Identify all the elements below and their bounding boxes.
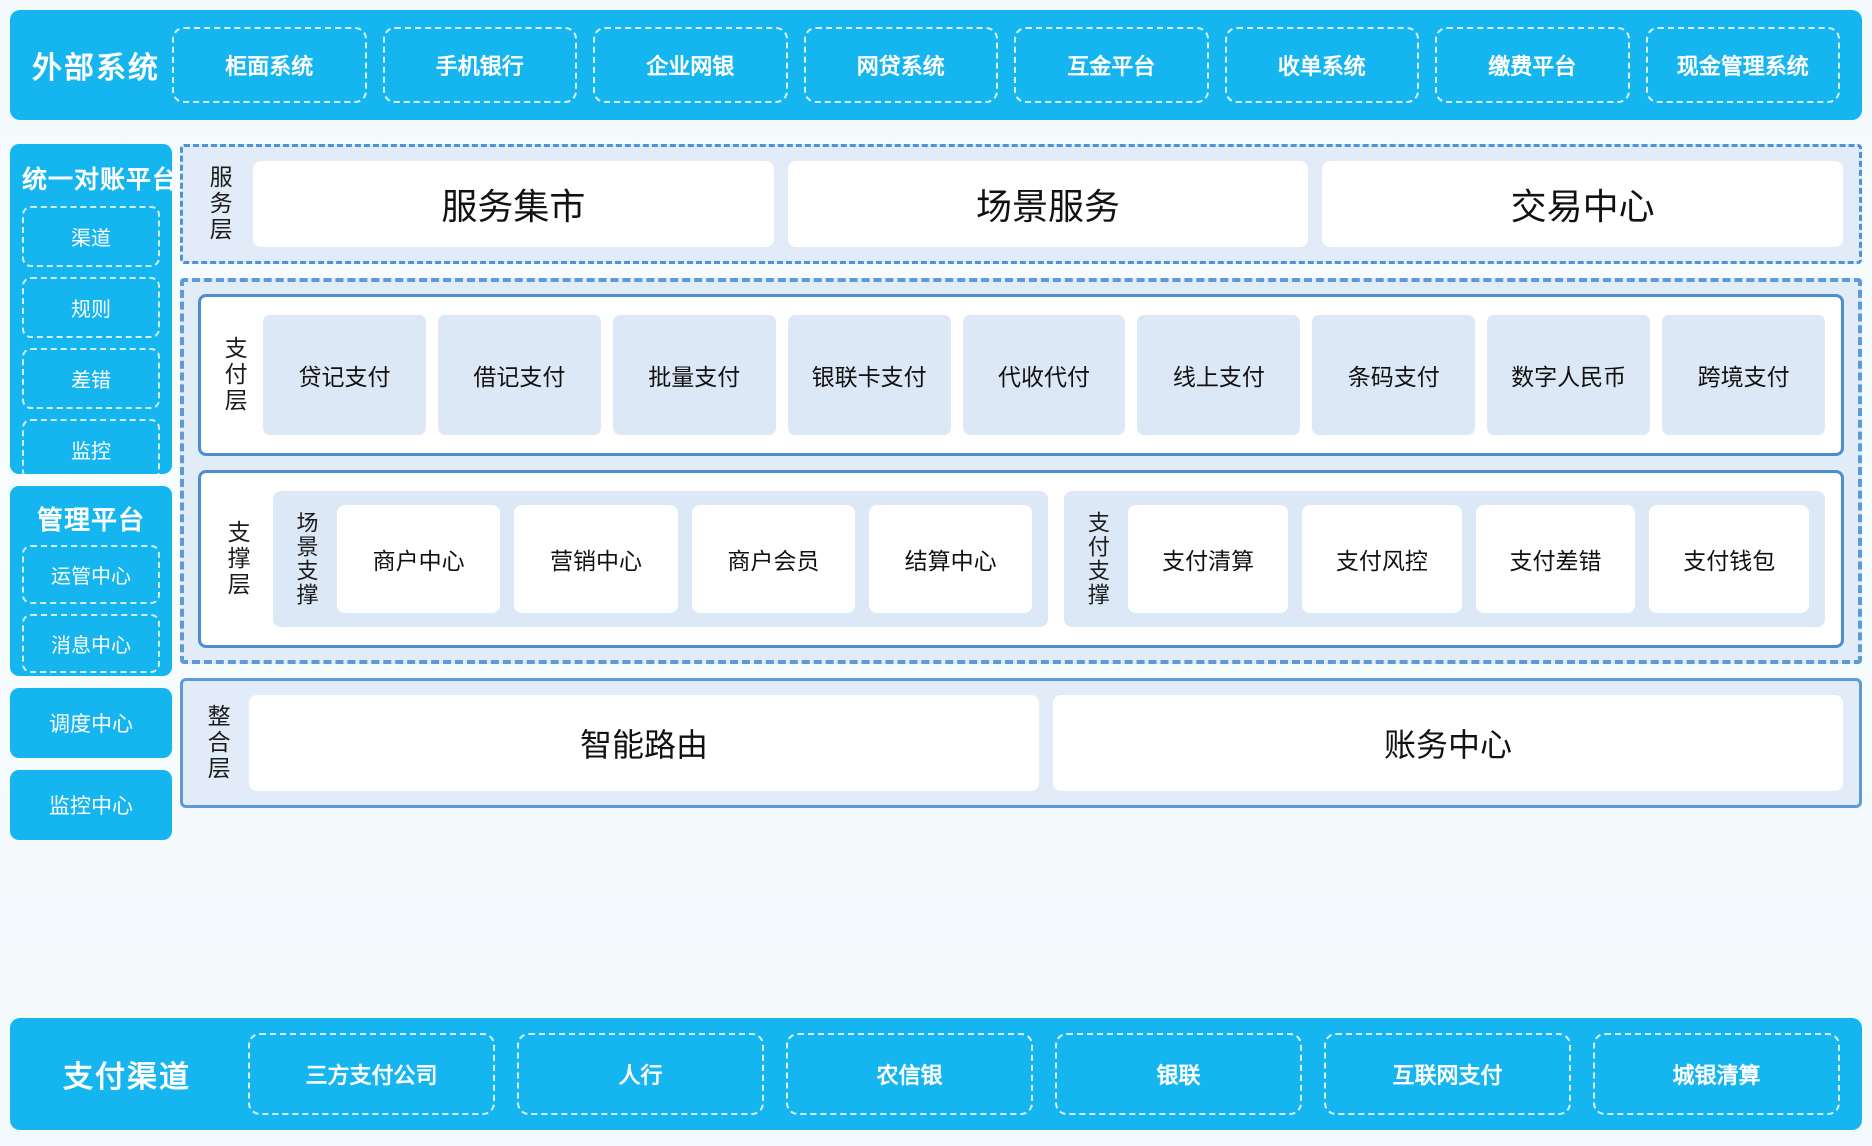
recon-item-monitor[interactable]: 监控 bbox=[22, 419, 160, 480]
payment-chip-barcode[interactable]: 条码支付 bbox=[1312, 315, 1476, 435]
external-system-chip[interactable]: 互金平台 bbox=[1014, 27, 1209, 103]
service-layer-label: 服务层 bbox=[206, 165, 233, 243]
reconciliation-platform-panel: 统一对账平台 渠道 规则 差错 监控 bbox=[10, 144, 179, 480]
support-chip-payment-risk[interactable]: 支付风控 bbox=[1301, 505, 1462, 613]
payment-chip-digital-rmb[interactable]: 数字人民币 bbox=[1487, 315, 1651, 435]
payment-channel-chip[interactable]: 银联 bbox=[1055, 1033, 1302, 1115]
external-system-chip[interactable]: 现金管理系统 bbox=[1645, 27, 1840, 103]
service-layer-row: 服务层 服务集市 场景服务 交易中心 bbox=[199, 161, 1844, 247]
external-systems-banner: 外部系统 柜面系统 手机银行 企业网银 网贷系统 互金平台 收单系统 缴费平台 … bbox=[10, 10, 1862, 120]
recon-item-rule[interactable]: 规则 bbox=[22, 277, 160, 338]
monitoring-center-box[interactable]: 监控中心 bbox=[10, 770, 172, 840]
external-system-chip[interactable]: 收单系统 bbox=[1224, 27, 1419, 103]
external-system-chip[interactable]: 柜面系统 bbox=[172, 27, 367, 103]
support-chip-marketing-center[interactable]: 营销中心 bbox=[514, 505, 678, 613]
integration-card-smart-routing[interactable]: 智能路由 bbox=[249, 695, 1039, 791]
payment-layer-row: 支付层 贷记支付 借记支付 批量支付 银联卡支付 代收代付 线上支付 条码支付 … bbox=[217, 315, 1826, 435]
external-system-chip[interactable]: 手机银行 bbox=[382, 27, 577, 103]
support-chip-merchant-member[interactable]: 商户会员 bbox=[691, 505, 855, 613]
support-chip-payment-clearing[interactable]: 支付清算 bbox=[1128, 505, 1288, 613]
payment-layer-label: 支付层 bbox=[221, 336, 248, 414]
support-chip-settlement-center[interactable]: 结算中心 bbox=[868, 505, 1033, 613]
payment-channel-chip[interactable]: 三方支付公司 bbox=[248, 1033, 495, 1115]
support-chip-payment-wallet[interactable]: 支付钱包 bbox=[1649, 505, 1810, 613]
payment-support-label: 支付支撑 bbox=[1084, 511, 1110, 607]
external-system-chip[interactable]: 缴费平台 bbox=[1435, 27, 1630, 103]
payment-chip-online[interactable]: 线上支付 bbox=[1137, 315, 1301, 435]
management-platform-title: 管理平台 bbox=[36, 505, 145, 535]
payment-chip-unionpay-card[interactable]: 银联卡支付 bbox=[787, 315, 951, 435]
support-layer-row: 支撑层 场景支撑 商户中心 营销中心 商户会员 结算中心 支付支撑 支付清算 支… bbox=[217, 491, 1825, 627]
external-systems-title: 外部系统 bbox=[32, 52, 160, 85]
payment-chip-batch[interactable]: 批量支付 bbox=[612, 315, 776, 435]
management-platform-panel: 管理平台 运管中心 消息中心 bbox=[10, 486, 172, 676]
left-platform-column: 统一对账平台 渠道 规则 差错 监控 管理平台 运管中心 消息中心 调度中心 监… bbox=[10, 144, 179, 852]
payment-chip-collection-payment[interactable]: 代收代付 bbox=[962, 315, 1126, 435]
support-chip-payment-error[interactable]: 支付差错 bbox=[1475, 505, 1636, 613]
manage-item-message-center[interactable]: 消息中心 bbox=[22, 614, 160, 673]
integration-layer-container: 整合层 智能路由 账务中心 bbox=[180, 678, 1862, 808]
payment-channel-chip[interactable]: 城银清算 bbox=[1593, 1033, 1840, 1115]
external-system-chip[interactable]: 企业网银 bbox=[593, 27, 788, 103]
payment-chip-debit[interactable]: 借记支付 bbox=[437, 315, 601, 435]
service-card-transaction[interactable]: 交易中心 bbox=[1322, 161, 1844, 247]
scene-support-label: 场景支撑 bbox=[293, 511, 319, 607]
recon-item-channel[interactable]: 渠道 bbox=[22, 206, 160, 267]
support-chip-merchant-center[interactable]: 商户中心 bbox=[337, 505, 501, 613]
recon-item-error[interactable]: 差错 bbox=[22, 348, 160, 409]
scheduling-center-box[interactable]: 调度中心 bbox=[10, 688, 172, 758]
integration-card-accounting-center[interactable]: 账务中心 bbox=[1053, 695, 1843, 791]
external-system-chip[interactable]: 网贷系统 bbox=[803, 27, 998, 103]
payment-support-container: 支付层 贷记支付 借记支付 批量支付 银联卡支付 代收代付 线上支付 条码支付 … bbox=[180, 278, 1862, 664]
service-card-scenario[interactable]: 场景服务 bbox=[787, 161, 1309, 247]
payment-layer-box: 支付层 贷记支付 借记支付 批量支付 银联卡支付 代收代付 线上支付 条码支付 … bbox=[198, 294, 1844, 456]
payment-channel-chip[interactable]: 农信银 bbox=[786, 1033, 1033, 1115]
payment-chip-credit[interactable]: 贷记支付 bbox=[263, 315, 426, 435]
payment-channel-title: 支付渠道 bbox=[63, 1061, 191, 1094]
payment-channel-chip[interactable]: 人行 bbox=[517, 1033, 764, 1115]
integration-layer-row: 整合层 智能路由 账务中心 bbox=[199, 695, 1843, 791]
support-layer-label: 支撑层 bbox=[224, 520, 251, 598]
manage-item-operations-center[interactable]: 运管中心 bbox=[22, 545, 160, 604]
payment-channel-banner: 支付渠道 三方支付公司 人行 农信银 银联 互联网支付 城银清算 bbox=[10, 1018, 1862, 1130]
service-layer-container: 服务层 服务集市 场景服务 交易中心 bbox=[180, 144, 1862, 264]
service-card-market[interactable]: 服务集市 bbox=[253, 161, 774, 247]
integration-layer-label: 整合层 bbox=[204, 704, 231, 782]
payment-channel-chip[interactable]: 互联网支付 bbox=[1324, 1033, 1571, 1115]
support-layer-box: 支撑层 场景支撑 商户中心 营销中心 商户会员 结算中心 支付支撑 支付清算 支… bbox=[198, 470, 1844, 648]
payment-support-group: 支付支撑 支付清算 支付风控 支付差错 支付钱包 bbox=[1064, 491, 1825, 627]
external-systems-list: 柜面系统 手机银行 企业网银 网贷系统 互金平台 收单系统 缴费平台 现金管理系… bbox=[172, 27, 1840, 103]
scene-support-group: 场景支撑 商户中心 营销中心 商户会员 结算中心 bbox=[273, 491, 1049, 627]
reconciliation-platform-title: 统一对账平台 bbox=[22, 166, 179, 194]
payment-chip-cross-border[interactable]: 跨境支付 bbox=[1662, 315, 1826, 435]
main-layers-area: 服务层 服务集市 场景服务 交易中心 支付层 贷记支付 借记支付 批量支付 银联… bbox=[180, 144, 1862, 808]
payment-channel-list: 三方支付公司 人行 农信银 银联 互联网支付 城银清算 bbox=[248, 1033, 1840, 1115]
